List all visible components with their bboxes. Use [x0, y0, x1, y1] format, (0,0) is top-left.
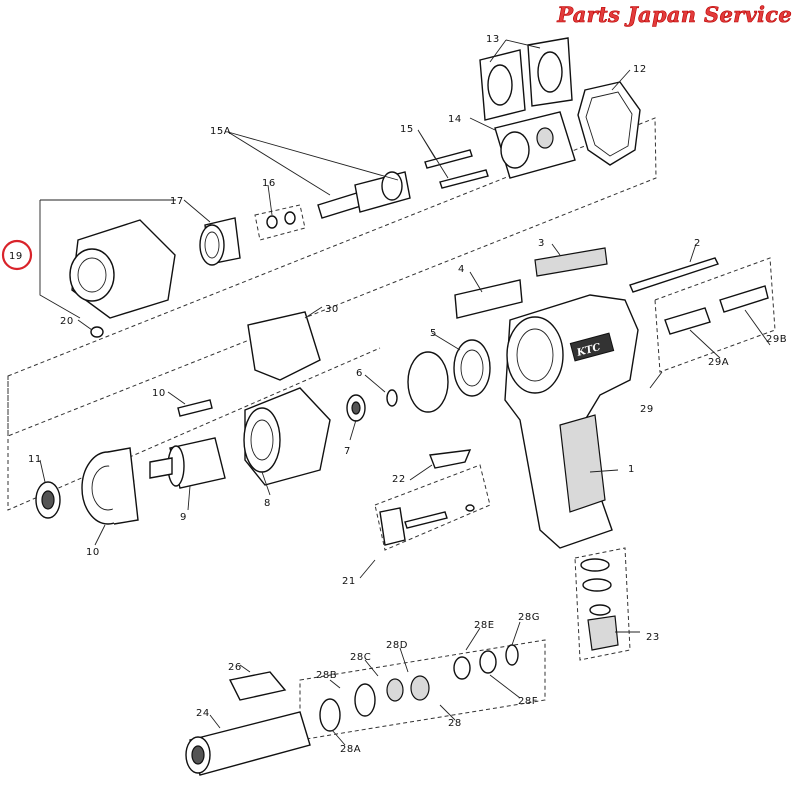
part-4-nameplate: [454, 279, 523, 319]
part-17-rings: [254, 204, 306, 241]
label-11: 10: [86, 547, 100, 558]
label-15a: 15: [400, 124, 414, 135]
label-30: 30: [325, 304, 339, 315]
label-14: 13: [486, 34, 500, 45]
part-16-anvil: [317, 171, 411, 219]
label-13: 12: [633, 64, 647, 75]
label-12: 11: [28, 454, 42, 465]
label-28e: 28E: [474, 620, 495, 631]
label-8: 8: [264, 498, 271, 509]
label-28g: 28G: [518, 612, 540, 623]
label-22: 21: [342, 576, 356, 587]
part-11-rear-plate: [81, 447, 139, 525]
part-15a-pins: [424, 149, 489, 189]
leader-lines: [39, 39, 771, 746]
label-27: 26: [228, 662, 242, 673]
label-10: 10: [152, 388, 166, 399]
label-23: 22: [392, 474, 406, 485]
part-20-front-cover: [69, 219, 176, 319]
label-26: 24: [196, 708, 210, 719]
upper-group-boundary: [7, 117, 657, 437]
exhaust-group-boundary: [574, 547, 631, 661]
part-24-exhaust: [580, 558, 619, 651]
highlight-circle: [1, 239, 33, 271]
part-5-gasket-ring: [453, 339, 491, 397]
part-1-housing: KTC: [504, 294, 639, 549]
part-10-blades: [177, 399, 213, 417]
label-17: 16: [262, 178, 276, 189]
label-7: 7: [344, 446, 351, 457]
label-28f: 28F: [518, 696, 538, 707]
label-29: 29: [640, 404, 654, 415]
label-5: 5: [430, 328, 437, 339]
part-28e-spring: [453, 656, 471, 680]
label-28d: 28D: [386, 640, 408, 651]
part-6-snap-ring: [386, 389, 398, 407]
part-30-sleeve: [247, 311, 321, 381]
part-3-label: [534, 247, 608, 277]
label-28b: 28B: [316, 670, 337, 681]
part-5-ring-large: [407, 351, 449, 413]
part-21-o-ring: [90, 326, 104, 338]
label-29a: 29A: [708, 357, 729, 368]
part-28d-washer: [410, 675, 430, 701]
highlight-callout-20[interactable]: 19: [1, 239, 33, 271]
part-28a-ring: [319, 698, 341, 732]
label-28c: 28C: [350, 652, 371, 663]
part-28f-washer: [479, 650, 497, 674]
part-15-hammer-case: [494, 111, 576, 179]
label-20: 19: [9, 251, 23, 262]
label-3: 3: [538, 238, 545, 249]
label-9: 9: [180, 512, 187, 523]
part-22-trigger: [379, 504, 475, 546]
label-4: 4: [458, 264, 465, 275]
part-23-spring: [429, 449, 472, 469]
part-14-hammer-halves: [479, 37, 573, 121]
label-19: 17: [170, 196, 184, 207]
part-2-bolt: [629, 257, 719, 293]
label-1: 1: [628, 464, 635, 475]
label-2: 2: [694, 238, 701, 249]
part-27-cap: [228, 671, 287, 701]
part-8-cylinder: [243, 387, 331, 486]
trigger-group-boundary: [374, 464, 491, 551]
label-24: 23: [646, 632, 660, 643]
label-15: 14: [448, 114, 462, 125]
part-19-bushing: [199, 217, 241, 266]
label-21: 20: [60, 316, 74, 327]
part-28b-ring: [354, 683, 376, 717]
label-6: 6: [356, 368, 363, 379]
part-9-rotor: [149, 437, 226, 489]
part-28c-seat: [386, 678, 404, 702]
part-29b-pin: [719, 285, 769, 313]
watermark: Parts Japan Service: [557, 2, 792, 28]
label-28a: 28A: [340, 744, 361, 755]
label-16: 15A: [210, 126, 231, 137]
part-29a-pin: [664, 307, 711, 335]
part-28g-clip: [505, 644, 519, 666]
label-29b: 29B: [766, 334, 787, 345]
part-labels: 13 12 14 15 15A 16 17 20 30 10 6 7 8 9 1…: [28, 34, 787, 755]
label-28: 28: [448, 718, 462, 729]
part-26-inlet: [185, 711, 311, 776]
left-group-boundary: [7, 347, 381, 511]
